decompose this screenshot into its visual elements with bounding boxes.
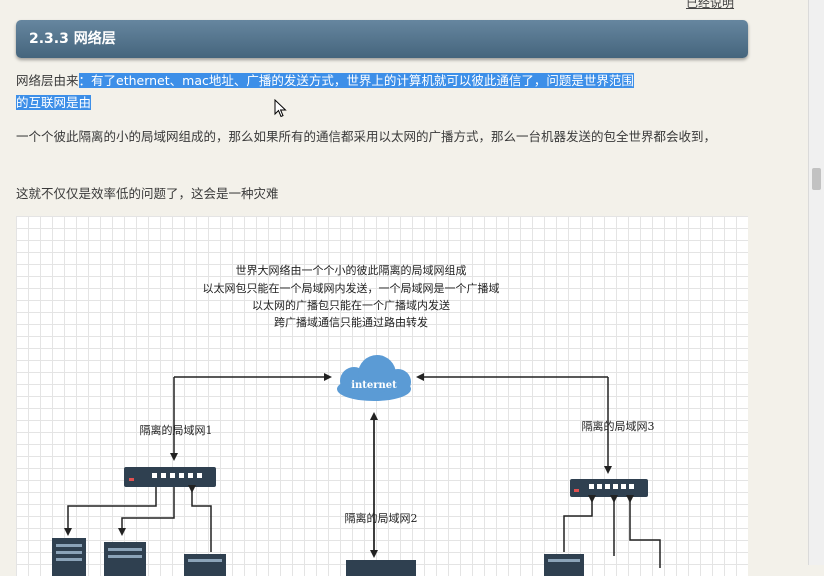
paragraph-disaster: 这就不仅仅是效率低的问题了，这会是一种灾难	[16, 186, 279, 201]
caption-line-3: 以太网的广播包只能在一个广播域内发送	[252, 298, 450, 312]
document-page: 已经说明 2.3.3 网络层 网络层由来：有了ethernet、mac地址、广播…	[16, 0, 751, 576]
top-link[interactable]: 已经说明	[686, 0, 735, 10]
link-lan1	[170, 373, 332, 461]
lan1-server-icon-2	[104, 542, 146, 576]
caption-line-2: 以太网包只能在一个局域网内发送，一个局域网是一个广播域	[203, 281, 500, 295]
lan3-switch-icon	[570, 479, 648, 497]
lan1-host-links	[64, 485, 212, 552]
selected-text[interactable]: ：有了ethernet、mac地址、广播的发送方式，世界上的计算机就可以彼此通信…	[78, 73, 634, 88]
lan2-label: 隔离的局域网2	[345, 511, 418, 525]
scrollbar-thumb[interactable]	[812, 168, 821, 190]
lan1-label: 隔离的局域网1	[140, 423, 213, 437]
link-lan3	[416, 373, 612, 474]
lan2-server-icon	[346, 560, 416, 576]
lan3-server-icon	[544, 554, 584, 576]
lan3-label: 隔离的局域网3	[582, 419, 655, 433]
mouse-cursor-icon	[274, 99, 287, 118]
lan1-switch-icon	[124, 467, 216, 487]
section-header: 2.3.3 网络层	[16, 20, 748, 58]
network-diagram: 世界大网络由一个个小的彼此隔离的局域网组成 以太网包只能在一个局域网内发送，一个…	[16, 216, 748, 576]
paragraph-broadcast-problem: 一个个彼此隔离的小的局域网组成的，那么如果所有的通信都采用以太网的广播方式，那么…	[16, 129, 717, 144]
lan1-server-icon-3	[184, 554, 226, 576]
selected-text-continued[interactable]: 的互联网是由	[16, 95, 92, 110]
internet-cloud-icon	[337, 355, 411, 401]
lan3-host-links	[563, 495, 661, 568]
caption-line-4: 跨广播域通信只能通过路由转发	[274, 315, 428, 329]
cloud-label: internet	[351, 380, 397, 391]
lan1-server-icon-1	[52, 538, 86, 576]
paragraph-prefix: 网络层由来	[16, 73, 79, 88]
vertical-scrollbar[interactable]	[808, 0, 824, 565]
paragraph-network-layer-origin[interactable]: 网络层由来：有了ethernet、mac地址、广播的发送方式，世界上的计算机就可…	[16, 70, 751, 114]
caption-line-1: 世界大网络由一个个小的彼此隔离的局域网组成	[236, 263, 467, 277]
